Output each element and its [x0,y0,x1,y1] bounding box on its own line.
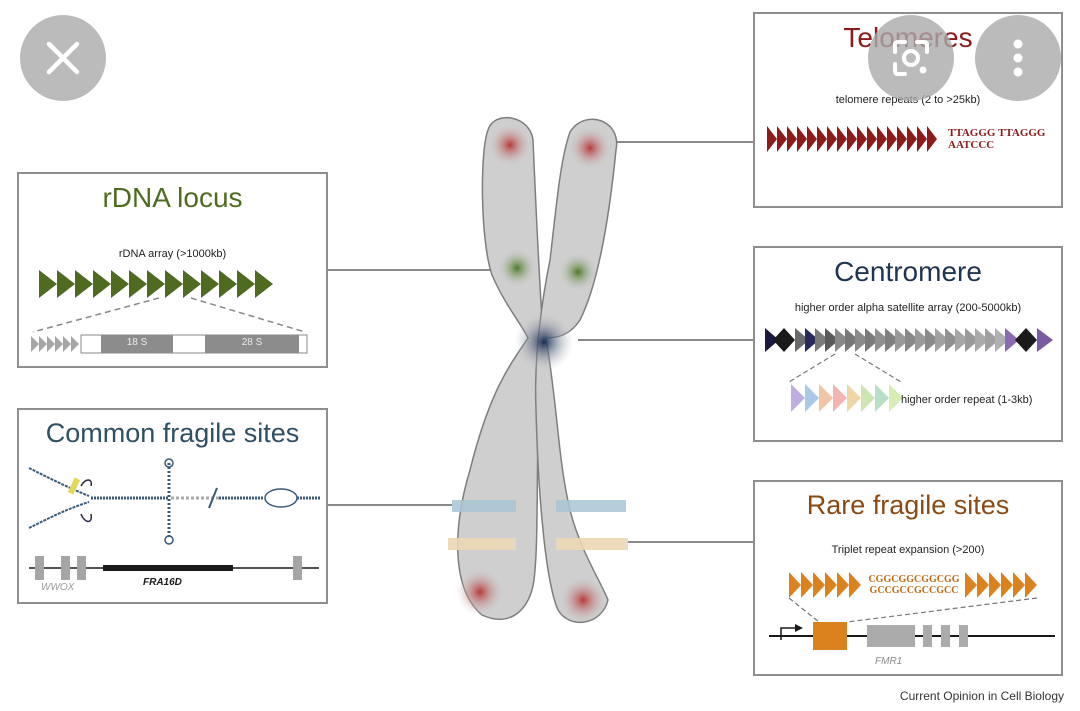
rfs-title: Rare fragile sites [806,490,1010,520]
higher-order-repeat-label: higher order repeat (1-3kb) [901,394,1033,406]
centromere-title: Centromere [834,256,982,287]
cfs-title: Common fragile sites [45,418,300,448]
rdna-array-diagram [31,270,308,354]
telomere-seq-line2: AATCCC [948,139,995,151]
lens-search-button[interactable] [868,15,954,101]
telomere-spot [456,568,504,616]
cfs-band [452,500,516,512]
cfs-site-label: FRA16D [143,577,182,588]
triplet-repeat-diagram [769,572,1055,650]
rare-fragile-sites-panel: Rare fragile sites Triplet repeat expans… [753,480,1063,676]
lens-icon [893,40,929,76]
alpha-satellite-diagram [765,328,1053,412]
replication-fork-diagram [28,458,321,580]
cfs-gene-label: WWOX [41,582,75,593]
centromere-panel: Centromere higher order alpha satellite … [753,246,1063,442]
telomere-seq-line1: TTAGGG TTAGGG [948,127,1046,139]
centromere-spot [514,312,574,372]
rfs-band [556,538,628,550]
rfs-seq-line2: GCCGCCGCCGCC [869,585,959,596]
figure-credit: Current Opinion in Cell Biology [899,689,1064,703]
telomere-sequence: TTAGGG TTAGGG AATCCC [948,127,1046,151]
rdna-panel: rDNA locus rDNA array (>1000kb) 18 S 28 … [17,172,328,368]
common-fragile-sites-panel: Common fragile sites WWOX FRA16D [17,408,328,604]
more-options-button[interactable] [975,15,1061,101]
rdna-subtitle: rDNA array (>1000kb) [118,248,227,260]
telomere-spot [568,126,612,170]
close-icon [46,41,80,75]
rdna-title: rDNA locus [102,182,243,213]
rdna-segment-28s: 28 S [241,337,263,348]
cfs-band [556,500,626,512]
more-vertical-icon [1013,39,1023,77]
telomere-spot [559,576,607,624]
telomere-repeat-arrows [767,126,937,152]
rfs-sequence: CGGCGGCGGCGG GCCGCCGCCGCC [863,574,965,596]
rfs-subtitle: Triplet repeat expansion (>200) [831,544,985,556]
rdna-spot [497,248,537,288]
rfs-seq-line1: CGGCGGCGGCGG [868,574,960,585]
chromosome [448,116,628,624]
centromere-subtitle: higher order alpha satellite array (200-… [794,302,1022,314]
rdna-segment-18s: 18 S [126,337,148,348]
rfs-gene-label: FMR1 [875,656,903,667]
close-button[interactable] [20,15,106,101]
telomere-spot [488,123,532,167]
rfs-band [448,538,516,550]
rdna-spot [558,252,598,292]
